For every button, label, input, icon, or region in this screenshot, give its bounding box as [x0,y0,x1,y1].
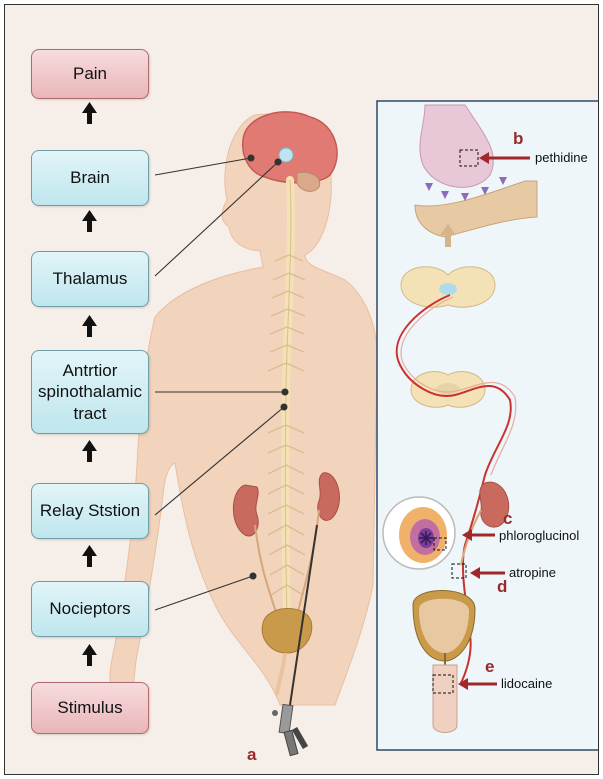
anterior-spinothalamic-tract-box: Antrtior spinothalamic tract [31,350,149,434]
brain-illustration [243,112,337,183]
brain-box: Brain [31,150,149,206]
drug-lidocaine: lidocaine [501,676,552,691]
drug-atropine: atropine [509,565,556,580]
label-b: b [513,129,523,149]
tract-line-3: tract [73,403,106,424]
diagram-frame: Pain Brain Thalamus Antrtior spinothalam… [4,4,599,775]
stimulus-box: Stimulus [31,682,149,734]
label-d: d [497,577,507,597]
tract-line-1: Antrtior [63,360,118,381]
thalamus-box: Thalamus [31,251,149,307]
thalamus-marker [279,148,293,162]
label-e: e [485,657,494,677]
relay-station-box: Relay Ststion [31,483,149,539]
nociceptors-box: Nocieptors [31,581,149,637]
tract-line-2: spinothalamic [38,381,142,402]
drug-pethidine: pethidine [535,150,588,165]
drug-phloroglucinol: phloroglucinol [499,528,579,543]
pain-box: Pain [31,49,149,99]
label-c: c [503,509,512,529]
human-body [110,114,377,705]
label-a: a [247,745,256,765]
